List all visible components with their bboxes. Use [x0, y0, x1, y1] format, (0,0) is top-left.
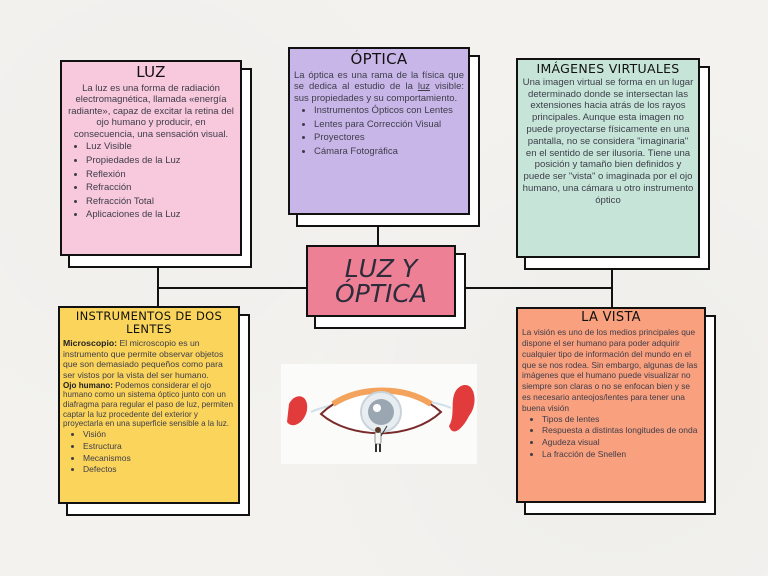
- luz-list: Luz Visible Propiedades de la Luz Reflex…: [66, 140, 236, 222]
- list-item: Estructura: [83, 441, 235, 453]
- list-item: Proyectores: [314, 131, 464, 145]
- optica-title: ÓPTICA: [350, 50, 408, 68]
- ojo-humano-paragraph: Ojo humano: Podemos considerar el ojo hu…: [63, 381, 235, 430]
- imagenes-title: IMÁGENES VIRTUALES: [536, 61, 680, 76]
- list-item: Mecanismos: [83, 453, 235, 465]
- list-item: Visión: [83, 429, 235, 441]
- optica-text: La óptica es una rama de la física que s…: [294, 70, 464, 105]
- list-item: Luz Visible: [86, 140, 236, 154]
- list-item: Aplicaciones de la Luz: [86, 208, 236, 222]
- center-title-line1: LUZ Y: [344, 254, 418, 283]
- imagenes-card: IMÁGENES VIRTUALES Una imagen virtual se…: [516, 58, 700, 258]
- optica-card: ÓPTICA La óptica es una rama de la físic…: [288, 47, 470, 215]
- vista-title: LA VISTA: [581, 310, 641, 325]
- instrumentos-title: INSTRUMENTOS DE DOS LENTES: [75, 309, 223, 336]
- center-title-card: LUZ Y ÓPTICA: [306, 245, 456, 317]
- connector-left-horizontal: [158, 287, 308, 289]
- connector-left-top-vertical: [157, 255, 159, 289]
- instrumentos-list: Visión Estructura Mecanismos Defectos: [63, 429, 235, 476]
- list-item: Defectos: [83, 464, 235, 476]
- list-item: Instrumentos Ópticos con Lentes: [314, 104, 464, 118]
- optica-text-after: visible: sus propiedades y su comportami…: [294, 81, 464, 104]
- luz-text: La luz es una forma de radiación electro…: [68, 82, 234, 140]
- list-item: Reflexión: [86, 168, 236, 182]
- list-item: Lentes para Corrección Visual: [314, 118, 464, 132]
- microscopio-label: Microscopio:: [63, 338, 118, 349]
- list-item: Respuesta a distintas longitudes de onda: [542, 425, 700, 437]
- vista-card: LA VISTA La visión es uno de los medios …: [516, 307, 706, 503]
- optica-list: Instrumentos Ópticos con Lentes Lentes p…: [294, 104, 464, 158]
- luz-card: LUZ La luz es una forma de radiación ele…: [60, 60, 242, 256]
- list-item: Refracción: [86, 181, 236, 195]
- connector-top-vertical: [377, 215, 379, 245]
- imagenes-text: Una imagen virtual se forma en un lugar …: [522, 76, 694, 206]
- vista-list: Tipos de lentes Respuesta a distintas lo…: [522, 414, 700, 461]
- list-item: La fracción de Snellen: [542, 449, 700, 461]
- instrumentos-card: INSTRUMENTOS DE DOS LENTES Microscopio: …: [58, 306, 240, 504]
- connector-right-horizontal: [455, 287, 613, 289]
- center-title-line2: ÓPTICA: [335, 279, 427, 308]
- optica-text-link: luz: [417, 81, 430, 93]
- vista-text: La visión es uno de los medios principal…: [522, 327, 698, 413]
- connector-right-top-vertical: [611, 258, 613, 289]
- list-item: Propiedades de la Luz: [86, 154, 236, 168]
- list-item: Agudeza visual: [542, 437, 700, 449]
- ojo-humano-label: Ojo humano:: [63, 380, 113, 390]
- list-item: Cámara Fotográfica: [314, 145, 464, 159]
- microscopio-text: El microscopio es un instrumento que per…: [63, 338, 224, 381]
- list-item: Tipos de lentes: [542, 414, 700, 426]
- connector-right-bottom-vertical: [611, 287, 613, 307]
- connector-left-bottom-vertical: [157, 287, 159, 308]
- eye-icon: [287, 385, 475, 452]
- luz-title: LUZ: [136, 63, 166, 81]
- list-item: Refracción Total: [86, 195, 236, 209]
- eye-illustration: [281, 364, 477, 464]
- optica-text-before: La óptica es una rama de la física que s…: [294, 69, 464, 93]
- ojo-humano-text: Podemos considerar el ojo humano como un…: [63, 380, 234, 429]
- microscopio-paragraph: Microscopio: El microscopio es un instru…: [63, 338, 235, 380]
